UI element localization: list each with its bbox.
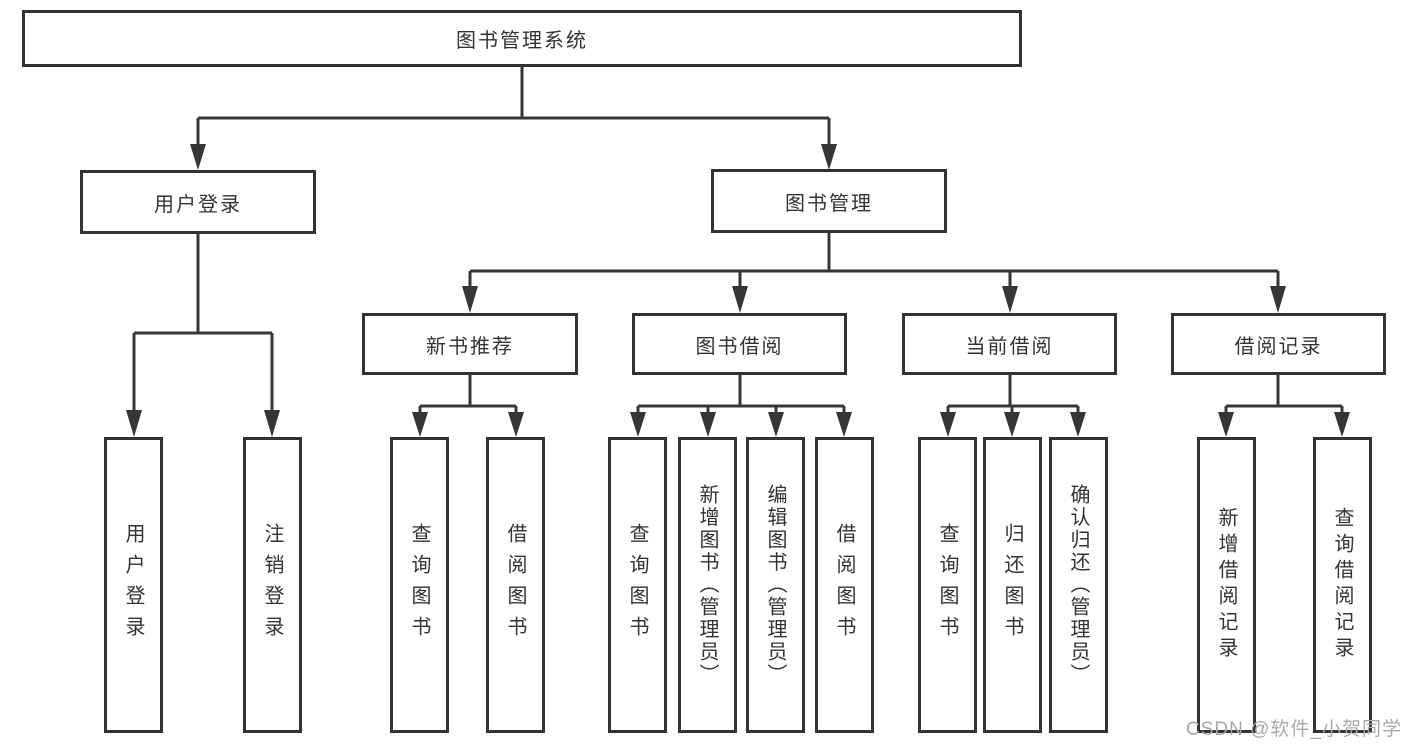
leaf-cb-return-books-label: 归还图书 <box>1001 523 1023 647</box>
node-borrow-records-label: 借阅记录 <box>1234 335 1323 358</box>
leaf-cb-query-books: 查询图书 <box>918 437 977 733</box>
node-current-borrow: 当前借阅 <box>902 313 1117 375</box>
leaf-br-query-record-label: 查询借阅记录 <box>1331 507 1353 663</box>
leaf-bb-query-books: 查询图书 <box>608 437 667 733</box>
node-borrow-records: 借阅记录 <box>1171 313 1386 375</box>
node-book-mgmt: 图书管理 <box>711 169 947 233</box>
connector-current-borrow-children <box>940 375 1086 437</box>
leaf-logout-label: 注销登录 <box>261 523 283 647</box>
leaf-br-add-record: 新增借阅记录 <box>1197 437 1256 733</box>
node-user-login: 用户登录 <box>80 170 316 234</box>
leaf-bb-add-books-admin: 新增图书（管理员） <box>678 437 737 733</box>
leaf-bb-add-books-admin-label: 新增图书（管理员） <box>696 484 718 686</box>
leaf-cb-confirm-return-admin-label: 确认归还（管理员） <box>1067 484 1089 686</box>
node-root-label: 图书管理系统 <box>456 30 588 52</box>
leaf-br-query-record: 查询借阅记录 <box>1313 437 1372 733</box>
leaf-bb-borrow-books-label: 借阅图书 <box>833 523 855 647</box>
leaf-cb-return-books: 归还图书 <box>983 437 1042 733</box>
connector-root-to-level2 <box>190 67 837 170</box>
leaf-logout: 注销登录 <box>243 437 302 733</box>
csdn-watermark: CSDN @软件_小贺同学 <box>1186 719 1402 740</box>
connector-user-login-children <box>126 234 280 437</box>
node-book-mgmt-label: 图书管理 <box>785 192 873 215</box>
node-book-borrow: 图书借阅 <box>632 313 847 375</box>
leaf-nbr-query-books: 查询图书 <box>390 437 449 733</box>
leaf-user-login: 用户登录 <box>104 437 163 733</box>
node-new-book-rec-label: 新书推荐 <box>426 335 514 358</box>
leaf-cb-confirm-return-admin: 确认归还（管理员） <box>1049 437 1108 733</box>
node-user-login-label: 用户登录 <box>154 193 242 216</box>
leaf-bb-edit-books-admin-label: 编辑图书（管理员） <box>764 484 786 686</box>
connector-book-borrow-children <box>630 375 852 437</box>
leaf-bb-borrow-books: 借阅图书 <box>815 437 874 733</box>
leaf-cb-query-books-label: 查询图书 <box>936 523 958 647</box>
node-current-borrow-label: 当前借阅 <box>965 335 1054 358</box>
leaf-br-add-record-label: 新增借阅记录 <box>1215 507 1237 663</box>
connector-borrow-records-children <box>1218 375 1350 437</box>
connector-book-mgmt-children <box>462 233 1286 313</box>
connector-new-book-children <box>412 375 524 437</box>
leaf-nbr-borrow-books-label: 借阅图书 <box>504 523 526 647</box>
node-root: 图书管理系统 <box>22 10 1022 67</box>
leaf-bb-query-books-label: 查询图书 <box>626 523 648 647</box>
leaf-bb-edit-books-admin: 编辑图书（管理员） <box>746 437 805 733</box>
leaf-nbr-borrow-books: 借阅图书 <box>486 437 545 733</box>
node-new-book-rec: 新书推荐 <box>362 313 578 375</box>
leaf-nbr-query-books-label: 查询图书 <box>408 523 430 647</box>
node-book-borrow-label: 图书借阅 <box>695 335 784 358</box>
leaf-user-login-label: 用户登录 <box>122 523 144 647</box>
